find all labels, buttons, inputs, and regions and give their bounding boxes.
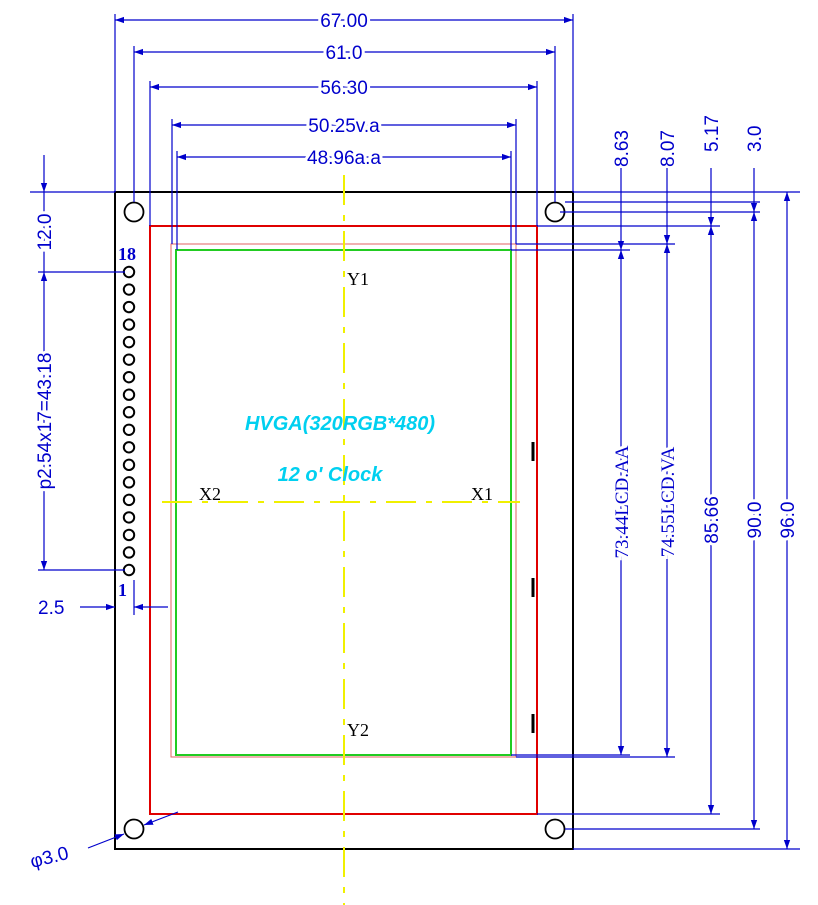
dim-90-0: 90.0 <box>745 502 766 539</box>
dim-width-48-96-aa: 48.96a.a <box>307 148 381 169</box>
axis-label-y2: Y2 <box>347 720 369 740</box>
connector-pin-row <box>122 265 136 577</box>
dim-96-0: 96.0 <box>778 502 799 539</box>
resolution-label: HVGA(320RGB*480) <box>245 413 435 435</box>
dim-width-50-25-va: 50.25v.a <box>308 116 380 137</box>
connector-pin <box>122 493 136 507</box>
connector-pin <box>122 388 136 401</box>
connector-pin <box>122 370 136 384</box>
connector-pin <box>122 441 136 454</box>
mounting-hole-top-left <box>123 201 145 223</box>
pin-label-18: 18 <box>118 244 136 264</box>
dim-3-0: 3.0 <box>745 126 766 152</box>
dim-width-56-30: 56.30 <box>320 78 368 99</box>
dim-8-63: 8.63 <box>612 130 633 167</box>
connector-pin <box>122 318 136 331</box>
pin-label-1: 1 <box>118 580 127 600</box>
axis-label-y1: Y1 <box>347 269 369 289</box>
connector-pin <box>122 423 136 436</box>
dim-width-67: 67.00 <box>320 11 368 32</box>
connector-pin <box>122 265 136 279</box>
axis-label-x2: X2 <box>199 484 221 504</box>
dim-pin-pitch: p2.54x17=43.18 <box>35 353 56 490</box>
dim-2-5: 2.5 <box>38 598 64 619</box>
orientation-label: 12 o' Clock <box>278 464 384 486</box>
dim-85-66: 85.66 <box>702 496 723 544</box>
dim-8-07: 8.07 <box>658 130 679 167</box>
connector-pin <box>122 476 136 489</box>
dim-hole-diameter: φ3.0 <box>28 843 71 873</box>
connector-pin <box>122 528 136 542</box>
dim-73-44-lcd-aa: 73.44LCD.AA <box>612 445 633 558</box>
connector-pin <box>122 546 136 559</box>
connector-pin <box>122 335 136 349</box>
mounting-hole-bottom-right <box>544 818 566 840</box>
dim-74-55-lcd-va: 74.55LCD.VA <box>658 446 679 557</box>
connector-pin <box>122 563 136 577</box>
dimension-lines <box>30 14 800 850</box>
dim-5-17: 5.17 <box>702 115 723 152</box>
axis-label-x1: X1 <box>471 484 493 504</box>
connector-pin <box>122 283 136 296</box>
connector-pin <box>122 458 136 472</box>
mounting-hole-bottom-left <box>123 818 145 840</box>
connector-pin <box>122 406 136 419</box>
dim-width-61: 61.0 <box>326 43 363 64</box>
connector-pin <box>122 300 136 314</box>
connector-pin <box>122 511 136 524</box>
connector-pin <box>122 353 136 366</box>
dim-12-0: 12.0 <box>35 214 56 251</box>
